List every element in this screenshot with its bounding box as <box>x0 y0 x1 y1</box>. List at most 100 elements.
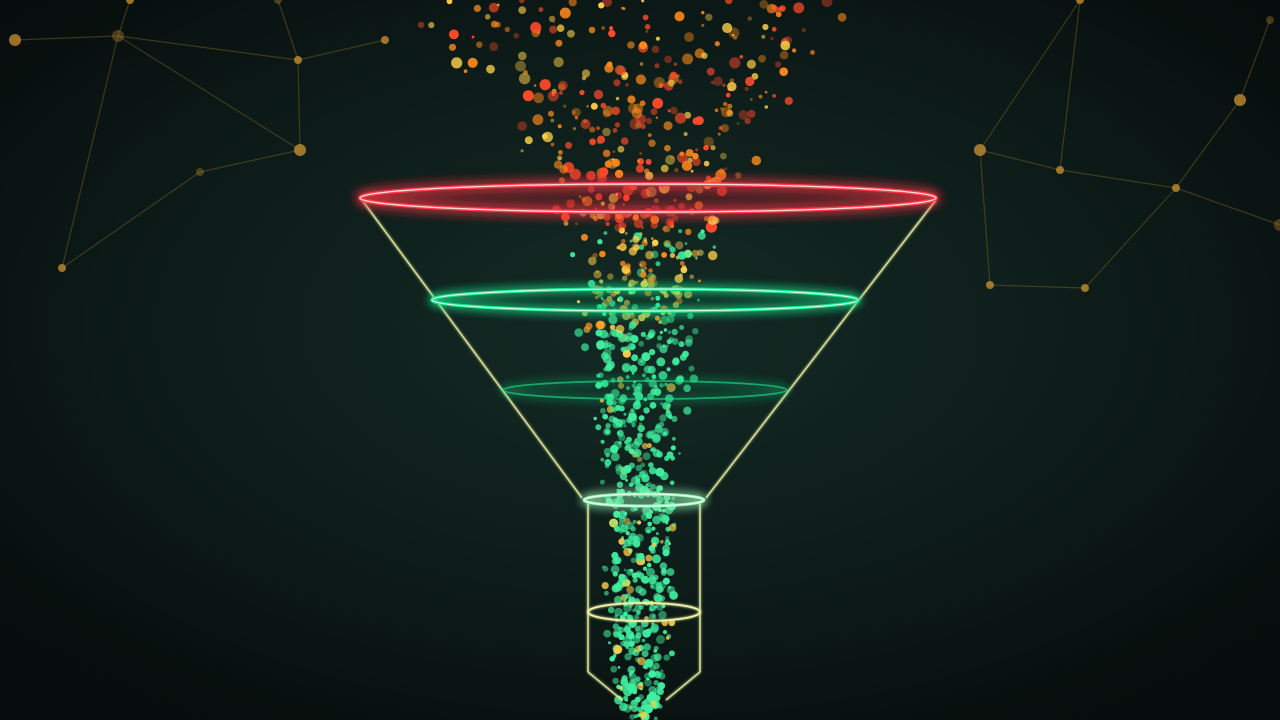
particle <box>605 221 610 227</box>
particle <box>658 371 668 380</box>
particle <box>648 467 657 475</box>
particle <box>660 164 669 173</box>
particle <box>605 364 613 372</box>
particle <box>621 239 626 244</box>
particle <box>759 0 769 9</box>
particle <box>605 423 611 429</box>
particle <box>471 35 475 39</box>
particle <box>628 482 634 488</box>
particle <box>714 41 720 47</box>
particle <box>602 149 611 158</box>
network-edge <box>199 149 301 173</box>
particle <box>635 74 647 85</box>
particle <box>631 423 636 428</box>
network-edge <box>1059 0 1081 171</box>
particle <box>679 353 687 361</box>
particle <box>613 525 621 532</box>
particle <box>596 373 601 378</box>
particle <box>648 686 657 694</box>
particle <box>645 707 649 711</box>
particle <box>610 388 620 398</box>
particle <box>647 332 655 339</box>
particle <box>620 346 626 352</box>
particle <box>603 231 608 235</box>
particle <box>623 568 627 572</box>
particle <box>547 90 559 102</box>
particle <box>646 697 651 702</box>
particle <box>733 35 738 40</box>
particle <box>691 249 700 258</box>
particle <box>665 549 670 554</box>
particle <box>747 16 752 21</box>
particle <box>572 127 577 131</box>
particle <box>635 164 645 173</box>
particle <box>428 22 435 29</box>
particle <box>665 154 676 165</box>
particle <box>793 2 805 14</box>
particle <box>581 343 589 352</box>
particle <box>556 155 563 161</box>
particle <box>610 405 616 412</box>
particle <box>655 261 661 267</box>
particle <box>634 122 642 129</box>
network-node <box>1274 219 1280 231</box>
network-edge <box>979 149 1061 171</box>
network-node <box>294 56 302 64</box>
network-edge <box>14 35 119 41</box>
particle <box>623 611 628 617</box>
particle <box>629 118 641 130</box>
particle <box>628 410 637 418</box>
particle <box>604 160 612 168</box>
particle <box>597 239 603 245</box>
particle <box>665 539 669 543</box>
particle <box>463 69 468 73</box>
particle <box>647 133 652 138</box>
particle <box>660 402 664 406</box>
particle <box>671 338 679 345</box>
network-edge <box>117 35 299 61</box>
particle <box>599 279 604 284</box>
particle <box>648 348 656 356</box>
network-node <box>9 34 21 46</box>
particle <box>703 144 709 151</box>
particle <box>611 557 620 565</box>
particle <box>632 519 637 524</box>
particle <box>484 13 491 20</box>
particle <box>618 441 622 445</box>
particle <box>684 242 688 245</box>
particle <box>619 472 628 481</box>
particle <box>670 155 674 160</box>
particle <box>643 365 652 374</box>
particle <box>659 471 669 481</box>
particle <box>648 576 657 585</box>
particle <box>633 448 642 458</box>
particle <box>579 89 585 96</box>
network-node <box>1056 166 1064 174</box>
particle <box>775 11 782 18</box>
particle <box>627 41 635 49</box>
particle <box>653 662 660 670</box>
particle <box>657 682 666 690</box>
particle <box>647 521 653 527</box>
particle <box>697 249 704 256</box>
network-node <box>112 30 124 42</box>
particle <box>655 295 661 301</box>
particle <box>678 452 681 455</box>
particle <box>654 315 660 321</box>
particle <box>600 407 606 414</box>
funnel-outline <box>361 199 937 701</box>
particle <box>603 447 612 456</box>
particle <box>729 78 734 83</box>
particle <box>635 625 644 635</box>
particle <box>692 152 699 160</box>
particle <box>601 582 609 590</box>
particle <box>643 239 648 244</box>
particle <box>682 53 694 65</box>
particle <box>593 270 602 279</box>
network-node <box>58 264 66 272</box>
particle <box>618 521 625 527</box>
particle <box>683 384 691 393</box>
particle <box>645 554 653 562</box>
network-node <box>1234 94 1246 106</box>
particle <box>662 577 670 585</box>
